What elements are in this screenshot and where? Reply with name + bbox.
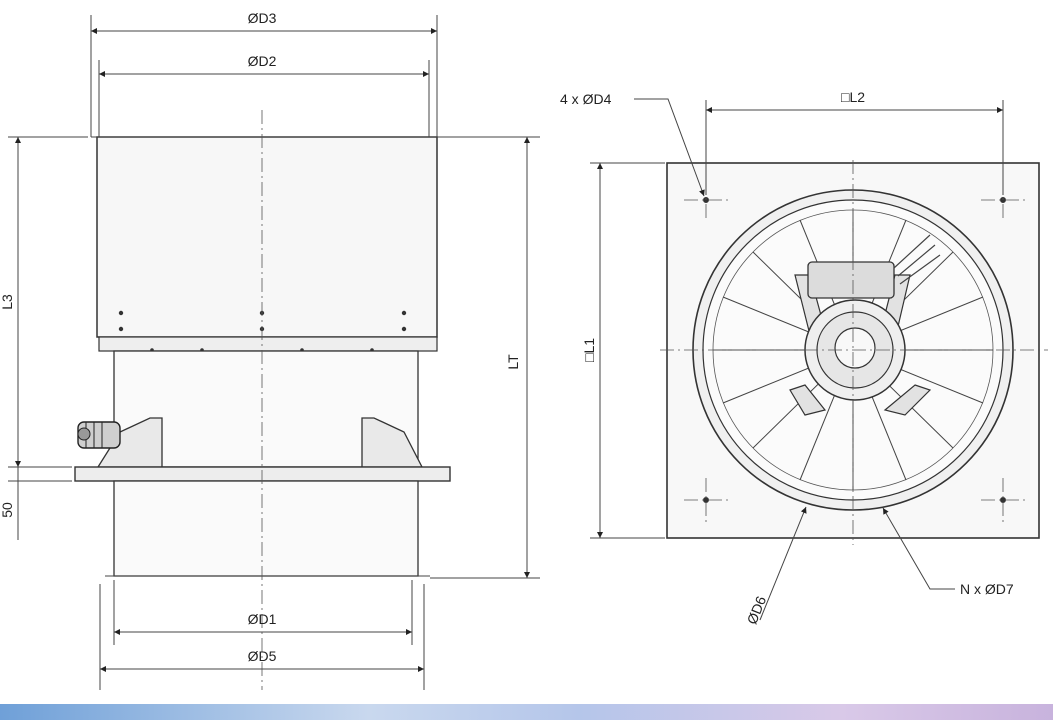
dim-d2-label: ØD2	[248, 53, 277, 69]
dim-l3-label: L3	[0, 294, 15, 310]
footer-gradient-band	[0, 704, 1053, 720]
dim-d7-label: N x ØD7	[960, 581, 1014, 597]
dim-d3-label: ØD3	[248, 10, 277, 26]
dim-d4-label: 4 x ØD4	[560, 91, 612, 107]
dim-l2-label: □L2	[841, 89, 865, 105]
dim-50-label: 50	[0, 502, 15, 518]
dim-d6-label: ØD6	[744, 594, 770, 627]
terminal-box	[807, 261, 895, 299]
dim-d5-label: ØD5	[248, 648, 277, 664]
upper-flange	[98, 336, 438, 352]
motor-body	[77, 421, 121, 449]
upper-casing	[96, 136, 438, 338]
hub	[834, 327, 876, 369]
dim-l1-label: □L1	[581, 338, 597, 362]
base-plate	[74, 466, 451, 482]
dim-lt-label: LT	[505, 354, 521, 370]
right-bracket	[361, 417, 424, 468]
lower-casing	[113, 480, 419, 577]
side-view: ØD3 ØD2 ØD1 ØD5 L3 50 LT	[0, 10, 540, 690]
front-view: □L2 □L1 4 x ØD4 ØD6 N x ØD7	[560, 89, 1048, 626]
dim-d1-label: ØD1	[248, 611, 277, 627]
